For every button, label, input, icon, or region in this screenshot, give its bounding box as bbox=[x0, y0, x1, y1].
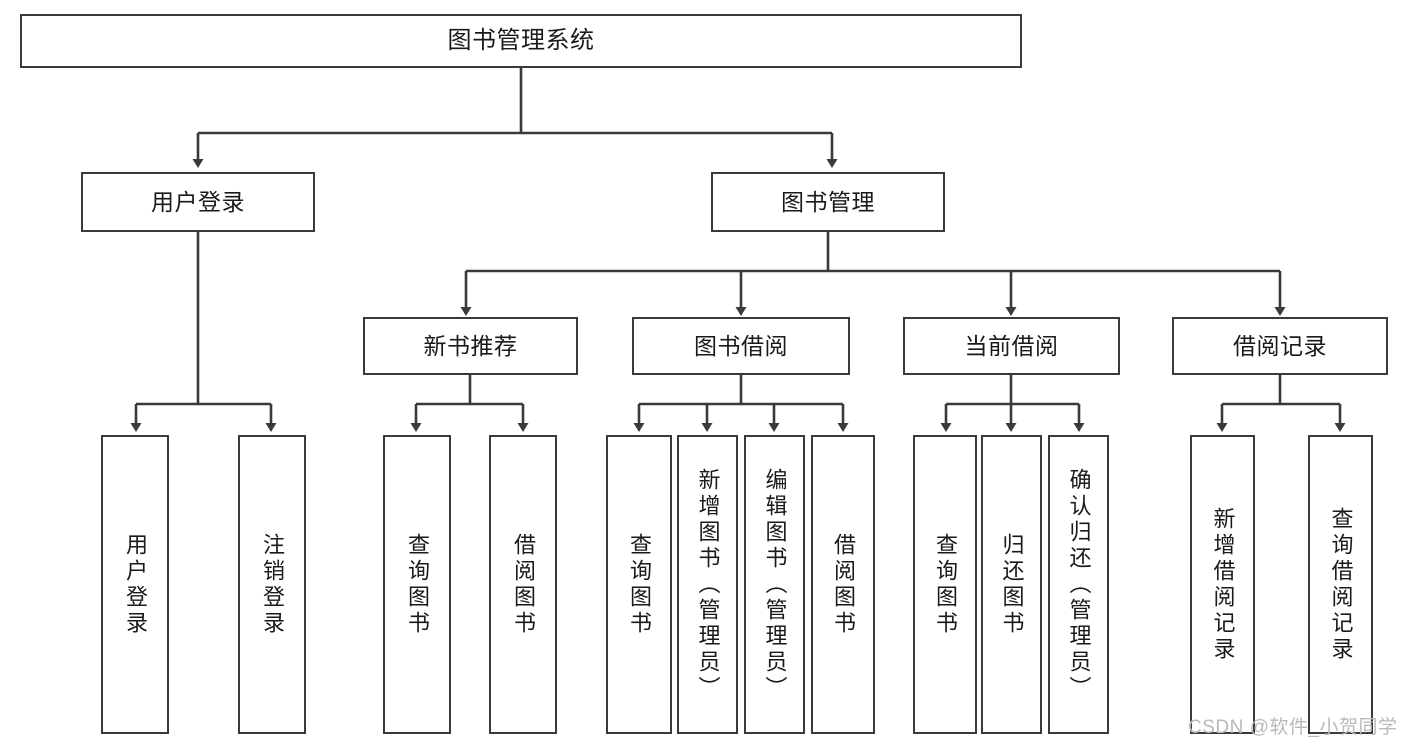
leaf-current-borrow-return-book[interactable]: 归还图书 bbox=[981, 435, 1042, 734]
leaf-borrow-record-query-record[interactable]: 查询借阅记录 bbox=[1308, 435, 1373, 734]
leaf-user-login-logout[interactable]: 注销登录 bbox=[238, 435, 306, 734]
leaf-current-borrow-query-book[interactable]: 查询图书 bbox=[913, 435, 977, 734]
leaf-new-book-query-book[interactable]: 查询图书 bbox=[383, 435, 451, 734]
leaf-book-borrow-query-book[interactable]: 查询图书 bbox=[606, 435, 672, 734]
node-current-borrow[interactable]: 当前借阅 bbox=[903, 317, 1120, 375]
node-new-book-recommend[interactable]: 新书推荐 bbox=[363, 317, 578, 375]
node-root-book-management-system[interactable]: 图书管理系统 bbox=[20, 14, 1022, 68]
node-user-login[interactable]: 用户登录 bbox=[81, 172, 315, 232]
node-book-borrow[interactable]: 图书借阅 bbox=[632, 317, 850, 375]
leaf-book-borrow-borrow-book[interactable]: 借阅图书 bbox=[811, 435, 875, 734]
leaf-new-book-borrow-book[interactable]: 借阅图书 bbox=[489, 435, 557, 734]
leaf-current-borrow-confirm-return-admin[interactable]: 确认归还（管理员） bbox=[1048, 435, 1109, 734]
node-borrow-record[interactable]: 借阅记录 bbox=[1172, 317, 1388, 375]
leaf-book-borrow-add-book-admin[interactable]: 新增图书（管理员） bbox=[677, 435, 738, 734]
node-book-management[interactable]: 图书管理 bbox=[711, 172, 945, 232]
leaf-borrow-record-add-record[interactable]: 新增借阅记录 bbox=[1190, 435, 1255, 734]
csdn-watermark: CSDN @软件_小贺同学 bbox=[1188, 717, 1398, 738]
leaf-user-login-login[interactable]: 用户登录 bbox=[101, 435, 169, 734]
leaf-book-borrow-edit-book-admin[interactable]: 编辑图书（管理员） bbox=[744, 435, 805, 734]
